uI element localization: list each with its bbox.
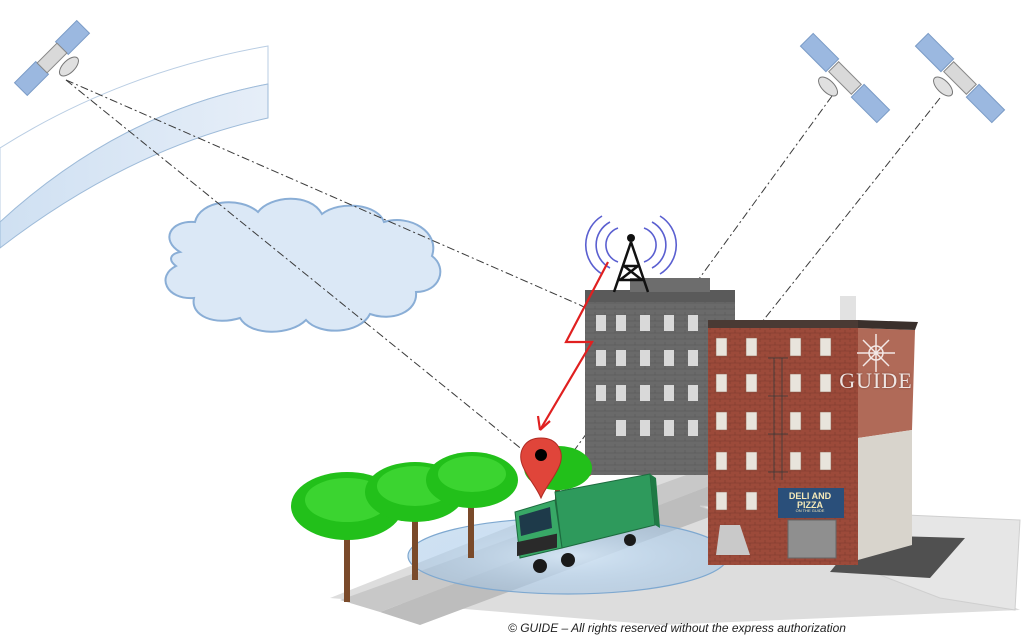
cell-signal-bolt bbox=[536, 261, 609, 431]
satellite-icon bbox=[799, 32, 891, 124]
compass-rose-icon bbox=[857, 334, 895, 372]
shop-sign: DELI AND PIZZA bbox=[788, 491, 832, 510]
truck-icon bbox=[514, 473, 660, 573]
brand-logo-text: GUIDE bbox=[839, 368, 913, 393]
tree-icon bbox=[426, 452, 518, 558]
cloud-icon bbox=[164, 197, 442, 333]
satellite-icon bbox=[914, 32, 1006, 124]
brick-building-icon bbox=[708, 296, 918, 565]
satellite-icon bbox=[13, 19, 91, 97]
cell-tower-icon bbox=[585, 215, 677, 293]
map-pin-icon bbox=[520, 437, 562, 500]
atmosphere-band bbox=[0, 45, 269, 249]
tree-row bbox=[291, 446, 592, 602]
shop-sign-subtitle: ON THE GUIDE bbox=[795, 508, 825, 513]
copyright-notice: © GUIDE – All rights reserved without th… bbox=[508, 621, 846, 635]
